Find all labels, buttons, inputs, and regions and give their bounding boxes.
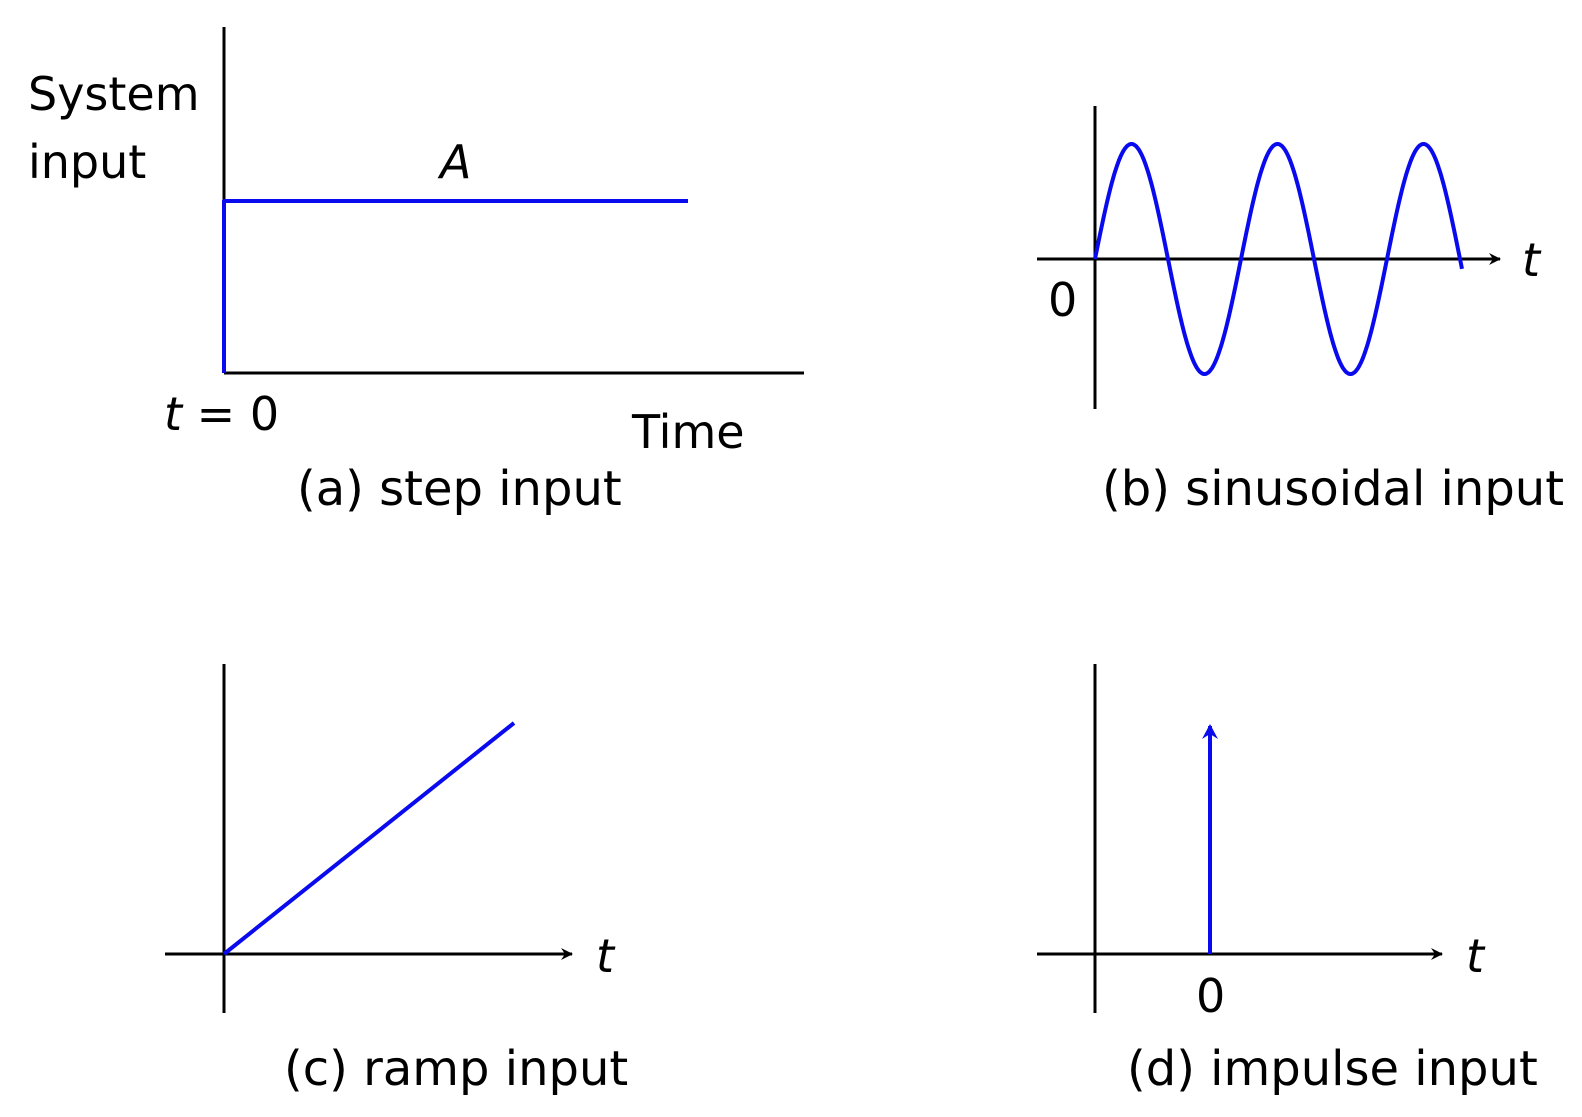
- sine-caption: (b) sinusoidal input: [1102, 461, 1564, 517]
- step-t0-label: t = 0: [164, 387, 279, 441]
- panel-sinusoidal-input: 0 t (b) sinusoidal input: [1037, 106, 1564, 517]
- sine-t-label: t: [1522, 233, 1542, 287]
- panel-ramp-input: t (c) ramp input: [165, 664, 628, 1097]
- panel-step-input: System input A t = 0 Time (a) step input: [28, 27, 804, 517]
- step-amplitude-label: A: [437, 135, 471, 189]
- impulse-caption: (d) impulse input: [1127, 1041, 1538, 1097]
- sine-origin-label: 0: [1048, 273, 1077, 327]
- ramp-caption: (c) ramp input: [284, 1041, 628, 1097]
- step-x-label: Time: [631, 405, 745, 459]
- impulse-origin-label: 0: [1196, 969, 1225, 1023]
- panel-impulse-input: 0 t (d) impulse input: [1037, 664, 1538, 1097]
- step-caption: (a) step input: [297, 461, 622, 517]
- step-y-label-line1: System: [28, 67, 200, 121]
- sine-signal-curve: [1093, 142, 1464, 376]
- ramp-signal-line: [222, 721, 516, 956]
- impulse-t-label: t: [1466, 929, 1486, 983]
- step-y-label-line2: input: [28, 135, 146, 189]
- step-signal-line: [222, 199, 688, 373]
- ramp-t-label: t: [596, 929, 616, 983]
